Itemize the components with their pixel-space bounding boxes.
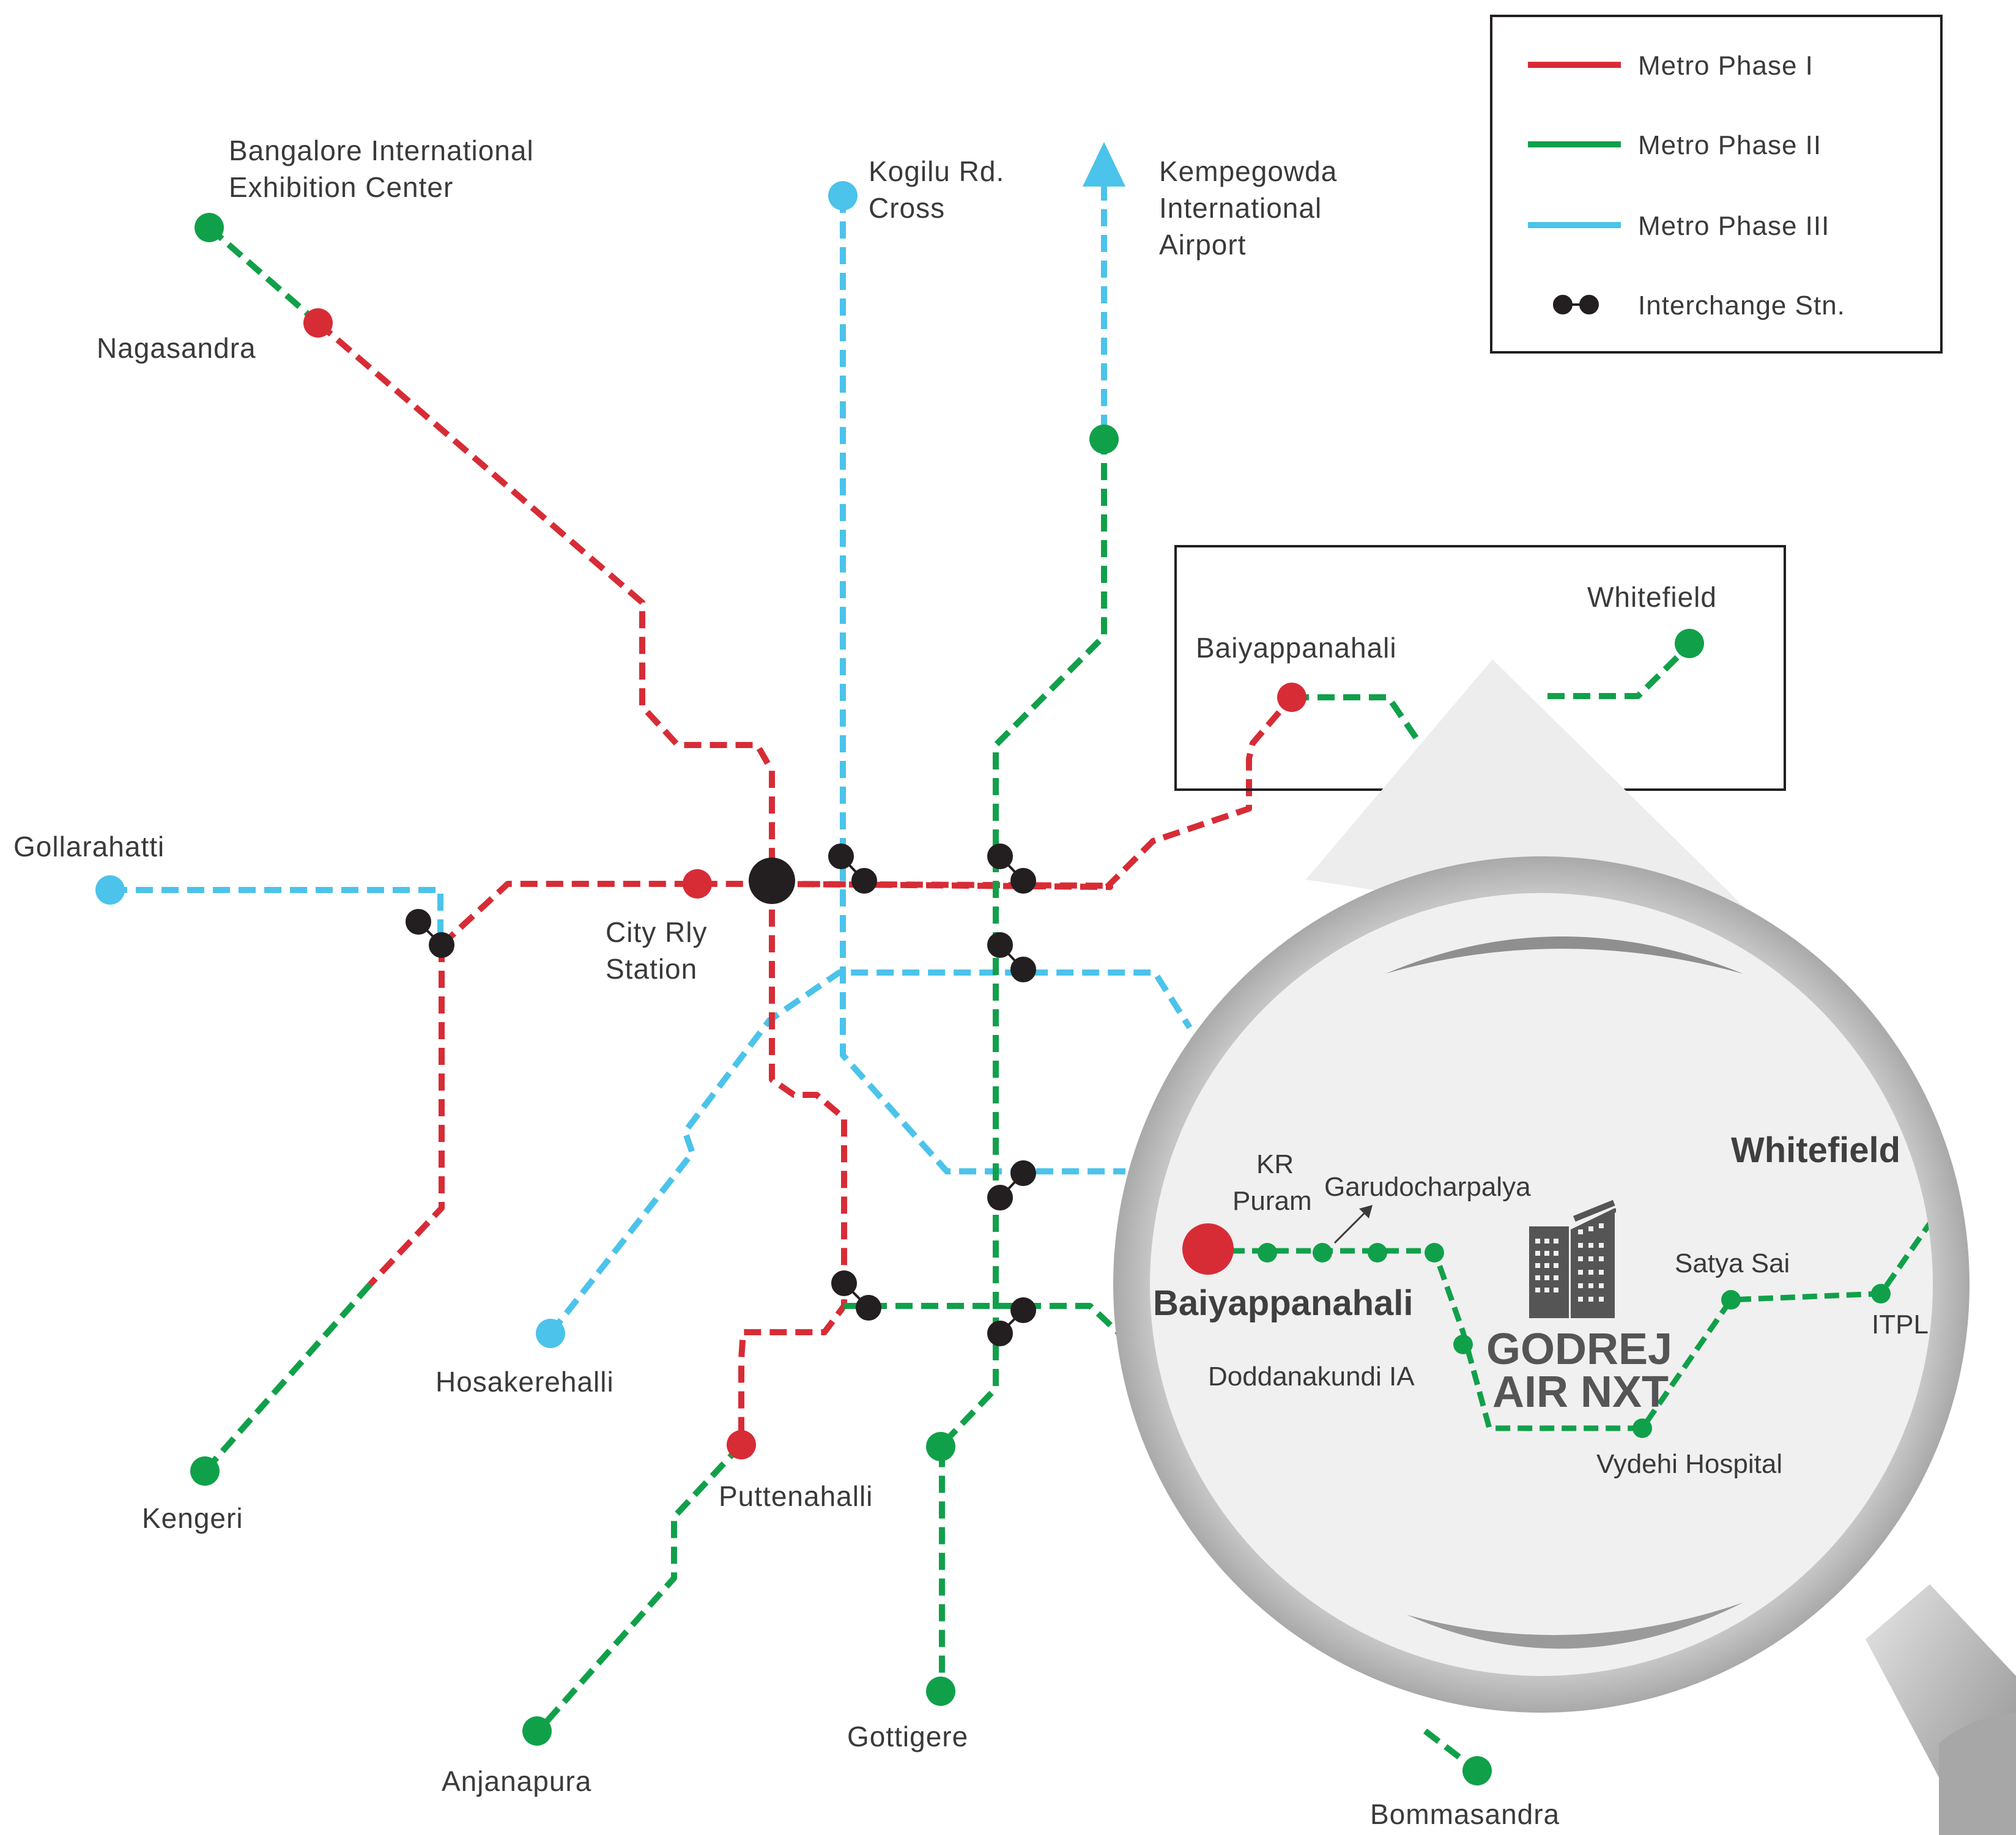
zoom-station-kr-puram[interactable] [1258,1243,1277,1262]
legend-label-interchange: Interchange Stn. [1638,291,1845,321]
interchange-south-2[interactable] [831,1270,881,1321]
station-anjanapura[interactable] [522,1716,552,1746]
line-phase2-whitefield-right [1547,641,1694,699]
line-phase2-exhibition [207,225,321,325]
station-gollarahatti[interactable] [95,875,125,905]
line-phase2-south-east [844,1303,1122,1336]
label-exhibition-2: Exhibition Center [229,171,453,203]
station-kogilu[interactable] [828,181,858,210]
station-majestic[interactable] [749,858,795,904]
label-puttenahalli: Puttenahalli [719,1480,873,1512]
zoom-station-vydehi[interactable] [1632,1418,1652,1438]
line-phase1-east [771,695,1294,890]
label-bommasandra: Bommasandra [1370,1798,1560,1830]
station-gottigere-junction[interactable] [926,1432,955,1461]
garudocharpalya-pointer [1333,1207,1370,1244]
legend-label-phase3: Metro Phase III [1638,211,1829,241]
station-exhibition-center[interactable] [195,213,224,242]
label-gollarahatti: Gollarahatti [13,831,165,862]
line-phase1-west-down [368,945,445,1287]
interchange-south-1[interactable] [987,1160,1036,1210]
pointer-arrow-icon [1359,1205,1373,1218]
lens-highlight-bottom [1407,1603,1743,1649]
zoom-label-vydehi: Vydehi Hospital [1596,1449,1782,1479]
station-city-rly[interactable] [683,869,712,899]
line-phase2-north-south [939,437,1107,1689]
station-baiyappanahali[interactable] [1277,683,1306,712]
lens-highlight-top [1385,936,1743,974]
zoom-label-itpl: ITPL [1872,1310,1929,1340]
zoom-label-garudocharpalya: Garudocharpalya [1324,1172,1531,1202]
zoom-label-baiyappanahali: Baiyappanahali [1153,1283,1413,1323]
station-airport-junction[interactable] [1089,424,1119,454]
label-nagasandra: Nagasandra [97,332,256,364]
station-labels: Bangalore International Exhibition Cente… [13,135,1717,1830]
zoom-station-itpl[interactable] [1871,1284,1891,1303]
zoom-label-whitefield: Whitefield [1731,1130,1900,1170]
label-hosakerehalli: Hosakerehalli [435,1366,614,1398]
legend-label-phase1: Metro Phase I [1638,51,1814,81]
line-phase1-south [738,884,847,1445]
zoom-station-baiyappanahali[interactable] [1182,1223,1234,1275]
metro-lines [110,184,1694,1773]
station-puttenahalli[interactable] [727,1430,756,1459]
station-whitefield[interactable] [1675,629,1704,658]
zoom-station-4[interactable] [1425,1243,1444,1262]
line-phase2-anjanapura [536,1442,744,1733]
label-kempegowda-1: Kempegowda [1159,155,1337,187]
magnifier-handle [1866,1584,2016,1835]
label-kogilu-2: Cross [869,192,945,224]
line-phase2-whitefield-top [1292,694,1428,753]
station-kengeri[interactable] [190,1456,220,1486]
zoom-label-kr-1: KR [1256,1149,1294,1179]
line-phase1-nagasandra [316,321,775,884]
label-gottigere: Gottigere [847,1721,968,1752]
zoom-station-doddanakundi[interactable] [1453,1335,1473,1354]
interchange-south-3[interactable] [987,1297,1036,1346]
label-kempegowda-3: Airport [1159,229,1246,261]
station-nagasandra[interactable] [303,308,333,338]
zoom-station-2[interactable] [1313,1243,1332,1262]
brand-line-1: GODREJ [1486,1325,1672,1374]
label-exhibition-1: Bangalore International [229,135,534,166]
label-kempegowda-2: International [1159,192,1322,224]
line-phase3-gollarahatti [110,887,443,945]
magnifier: KR Puram Garudocharpalya Baiyappanahali … [1113,659,2016,1835]
zoom-station-garudocharpalya[interactable] [1368,1243,1387,1262]
zoom-station-satya-sai[interactable] [1721,1290,1741,1310]
stations [95,181,1704,1785]
zoom-label-doddanakundi: Doddanakundi IA [1208,1362,1415,1392]
label-city-rly-2: Station [606,953,697,985]
brand-line-2: AIR NXT [1492,1368,1669,1417]
line-phase2-kengeri [202,1282,372,1474]
interchange-east-2[interactable] [987,932,1036,982]
interchange-central-north[interactable] [828,843,877,894]
label-city-rly-1: City Rly [606,916,707,948]
station-gottigere[interactable] [926,1677,955,1706]
line-phase3-kogilu [840,196,1125,1174]
station-bommasandra[interactable] [1462,1756,1492,1785]
arrow-up-icon [1083,142,1125,187]
label-baiyappanahali: Baiyappanahali [1196,632,1397,664]
building-windows [1535,1223,1604,1302]
label-whitefield: Whitefield [1587,581,1717,613]
legend: Metro Phase I Metro Phase II Metro Phase… [1490,15,1943,354]
label-kogilu-1: Kogilu Rd. [869,155,1004,187]
label-kengeri: Kengeri [142,1502,243,1534]
line-phase3-hosakerehalli [548,969,1193,1336]
legend-label-phase2: Metro Phase II [1638,130,1821,160]
interchange-gollarahatti[interactable] [406,909,454,958]
label-anjanapura: Anjanapura [442,1765,591,1797]
zoom-label-kr-2: Puram [1232,1186,1312,1216]
interchange-east-1[interactable] [987,843,1036,894]
zoom-route [1208,1191,1933,1431]
station-hosakerehalli[interactable] [536,1319,565,1348]
zoom-label-satya-sai: Satya Sai [1675,1248,1790,1278]
legend-interchange-icon [1553,295,1599,314]
interchange-stations [406,843,1036,1346]
